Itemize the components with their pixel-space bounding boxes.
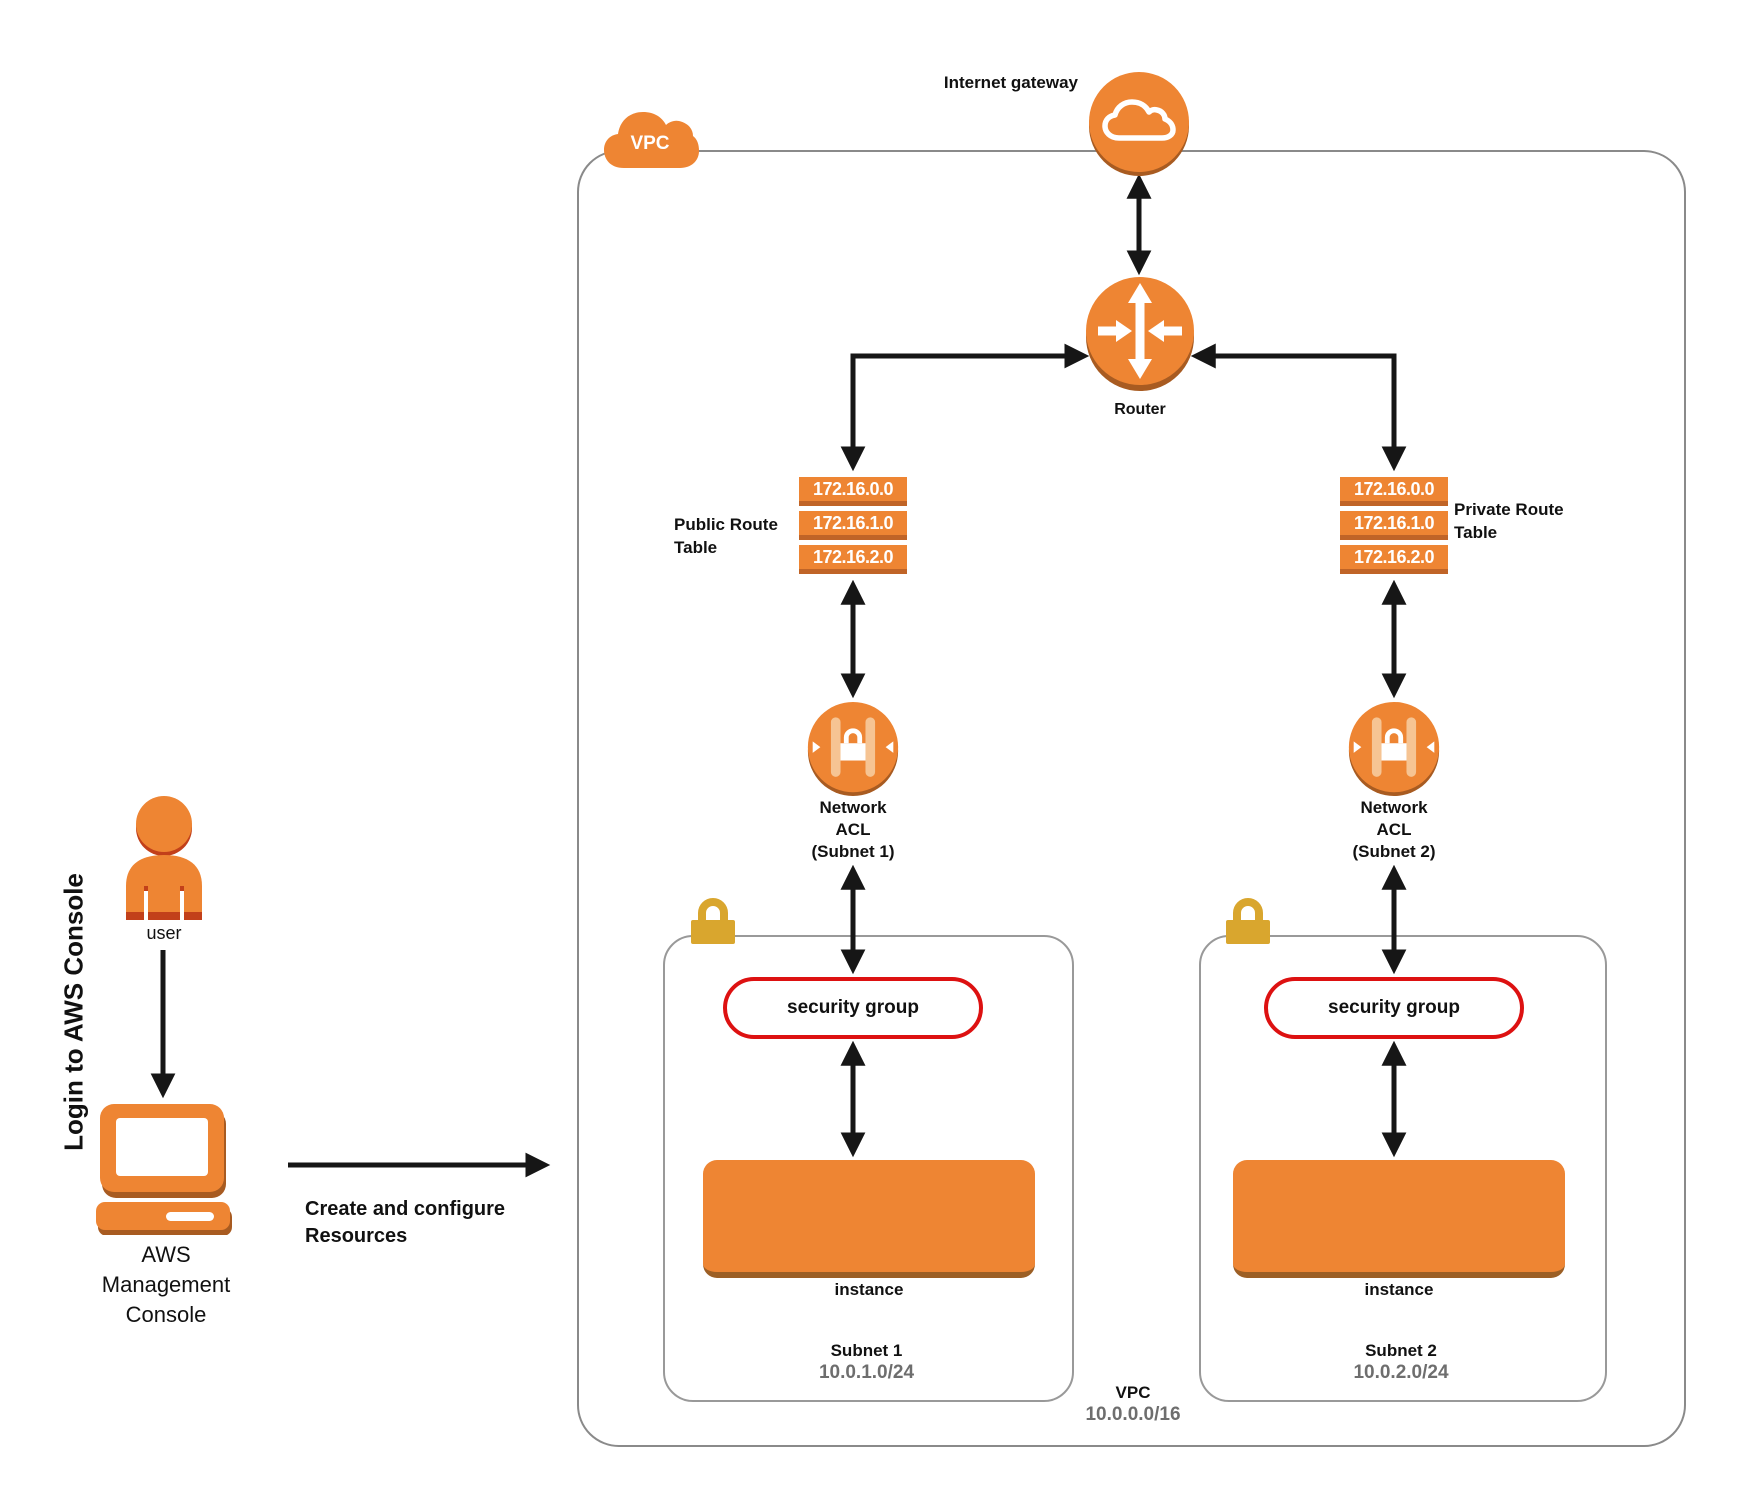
vpc-cloud-label: VPC — [630, 133, 670, 154]
network-acl1-icon — [807, 701, 899, 797]
vpc-caption: VPC 10.0.0.0/16 — [1063, 1382, 1203, 1427]
route-entry: 172.16.1.0 — [1340, 511, 1448, 540]
router-label: Router — [1114, 401, 1166, 418]
instance2-block — [1233, 1160, 1565, 1278]
subnet2-lock-icon — [1226, 898, 1270, 944]
lock-body — [1381, 743, 1407, 761]
subnet2-name: Subnet 2 — [1365, 1341, 1437, 1360]
user-label: user — [146, 923, 182, 943]
router-arrows-glyph — [1098, 283, 1182, 379]
security-group2: security group — [1264, 977, 1524, 1039]
network-acl2-label: Network ACL (Subnet 2) — [1352, 798, 1436, 861]
private-route-table-label: Private Route Table — [1454, 500, 1564, 542]
subnet1-lock-icon — [691, 898, 735, 944]
network-acl1-label: Network ACL (Subnet 1) — [811, 798, 895, 861]
public-route-table-label: Public Route Table — [674, 515, 778, 557]
route-entry: 172.16.0.0 — [799, 477, 907, 506]
lock-shackle — [843, 728, 863, 744]
lock-body — [840, 743, 866, 761]
instance1-block — [703, 1160, 1035, 1278]
vpc-name: VPC — [1115, 1383, 1151, 1402]
instance2-label: instance — [1364, 1280, 1434, 1299]
subnet1-caption: Subnet 1 10.0.1.0/24 — [663, 1340, 1070, 1385]
subnet2-caption: Subnet 2 10.0.2.0/24 — [1199, 1340, 1603, 1385]
arrow-router-private-rt — [1190, 343, 1407, 472]
subnet2-cidr: 10.0.2.0/24 — [1353, 1362, 1449, 1384]
vpc-cloud-icon — [604, 112, 699, 168]
route-entry: 172.16.1.0 — [799, 511, 907, 540]
user-icon — [126, 796, 202, 920]
private-route-table: 172.16.0.0 172.16.1.0 172.16.2.0 — [1340, 477, 1448, 574]
create-configure-resources-label: Create and configure Resources — [305, 1198, 506, 1247]
security-group1: security group — [723, 977, 983, 1039]
route-entry: 172.16.2.0 — [799, 545, 907, 574]
aws-management-console-label: AWS Management Console — [101, 1242, 231, 1327]
route-entry: 172.16.0.0 — [1340, 477, 1448, 506]
cloud-glyph — [1102, 99, 1176, 141]
instance1-label: instance — [834, 1280, 904, 1299]
internet-gateway-icon — [1089, 72, 1189, 176]
lock-shackle — [1384, 728, 1404, 744]
arrow-router-public-rt — [840, 343, 1090, 472]
login-to-aws-console-label: Login to AWS Console — [58, 873, 89, 1151]
router-icon — [1086, 277, 1194, 391]
vpc-cidr: 10.0.0.0/16 — [1085, 1404, 1181, 1426]
internet-gateway-label: Internet gateway — [943, 73, 1078, 92]
subnet1-cidr: 10.0.1.0/24 — [818, 1362, 915, 1384]
subnet1-name: Subnet 1 — [830, 1341, 903, 1360]
public-route-table: 172.16.0.0 172.16.1.0 172.16.2.0 — [799, 477, 907, 574]
route-entry: 172.16.2.0 — [1340, 545, 1448, 574]
aws-management-console-icon — [96, 1104, 232, 1235]
network-acl2-icon — [1348, 701, 1440, 797]
